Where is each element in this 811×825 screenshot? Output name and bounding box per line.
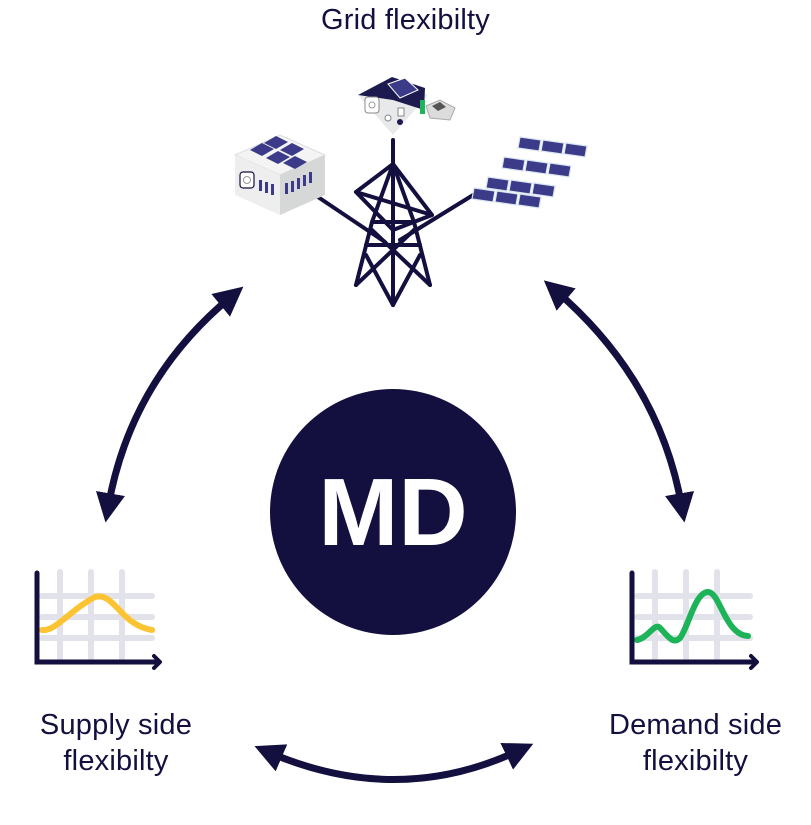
supply-demand-arrow <box>254 743 534 783</box>
transmission-tower-icon <box>313 138 480 307</box>
demand-chart-icon <box>629 569 759 670</box>
solar-panel <box>531 182 556 198</box>
demand-chart-axes <box>629 570 758 665</box>
solar-panel <box>494 190 519 206</box>
demand-chart-axis-arrow <box>749 654 759 670</box>
solar-panel <box>508 179 533 195</box>
solar-farm-icon <box>471 136 588 209</box>
md-logo-text: MD <box>318 459 467 566</box>
smart-home-with-ev-icon <box>358 77 456 135</box>
solar-panel <box>563 142 588 158</box>
solar-panel <box>547 162 572 178</box>
demand-side-label: Demand side flexibilty <box>580 707 811 779</box>
solar-panel <box>540 139 565 155</box>
md-logo-circle <box>270 389 516 635</box>
solar-panel <box>524 159 549 175</box>
factory-with-solar-icon <box>233 134 327 215</box>
demand-chart-grid <box>634 569 753 663</box>
demand-label-line2: flexibilty <box>642 745 749 777</box>
demand-label-line1: Demand side <box>608 709 783 741</box>
solar-panel <box>485 176 510 192</box>
supply-chart-icon <box>34 569 162 670</box>
supply-chart-grid <box>39 569 155 663</box>
solar-panel <box>471 187 496 203</box>
grid-supply-arrow <box>96 286 244 523</box>
solar-panel <box>501 156 526 172</box>
grid-flexibility-title: Grid flexibilty <box>321 4 490 36</box>
solar-panel <box>517 193 542 209</box>
supply-chart-axis-arrow <box>152 654 162 670</box>
supply-side-label: Supply side flexibilty <box>0 707 232 779</box>
grid-demand-arrow <box>543 280 694 523</box>
supply-chart-axes <box>34 570 161 665</box>
supply-curve <box>39 593 155 634</box>
demand-curve <box>634 588 751 644</box>
md-logo: MD <box>270 389 516 635</box>
supply-label-line1: Supply side <box>39 709 193 741</box>
solar-panel <box>517 136 542 152</box>
supply-label-line2: flexibilty <box>63 745 169 777</box>
